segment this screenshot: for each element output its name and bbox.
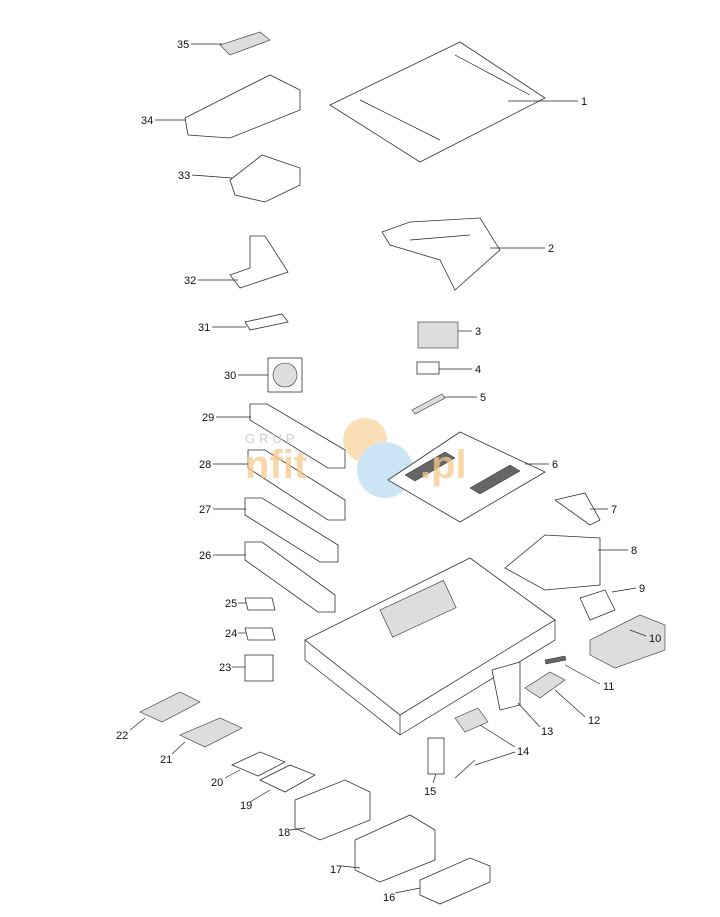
callout-14: 14 xyxy=(517,746,529,758)
part-filler-25 xyxy=(244,597,276,611)
part-chassis xyxy=(304,557,556,736)
callout-5: 5 xyxy=(480,392,486,404)
part-riser-32 xyxy=(229,235,289,289)
part-backplane-29 xyxy=(249,403,346,469)
part-battery-cable xyxy=(454,759,476,779)
part-backplane-26 xyxy=(244,541,336,613)
callout-16: 16 xyxy=(383,892,395,904)
part-adapter-card xyxy=(219,31,271,56)
part-air-duct xyxy=(491,661,521,711)
part-filler-23 xyxy=(244,654,274,682)
callout-22: 22 xyxy=(116,730,128,742)
callout-8: 8 xyxy=(631,545,637,557)
part-processor xyxy=(416,361,440,375)
part-bracket-31 xyxy=(244,313,289,331)
part-rear-drive-cage xyxy=(504,534,601,591)
part-power-supply-filler xyxy=(579,589,616,621)
part-system-board xyxy=(387,431,546,523)
part-fan xyxy=(267,357,303,393)
callout-17: 17 xyxy=(330,864,342,876)
callout-18: 18 xyxy=(278,827,290,839)
callout-34: 34 xyxy=(141,115,153,127)
callout-31: 31 xyxy=(198,322,210,334)
callout-11: 11 xyxy=(603,681,614,693)
callout-27: 27 xyxy=(199,504,211,516)
callout-24: 24 xyxy=(225,628,237,640)
callout-6: 6 xyxy=(552,459,558,471)
callout-2: 2 xyxy=(548,243,554,255)
leader-lines xyxy=(129,43,647,894)
callout-23: 23 xyxy=(219,662,231,674)
callout-labels: 1 2 3 4 5 6 7 8 9 10 11 12 13 14 15 16 1… xyxy=(116,39,661,904)
callout-15: 15 xyxy=(424,786,436,798)
part-cable xyxy=(544,655,567,665)
callout-29: 29 xyxy=(202,412,214,424)
part-optical-drive xyxy=(419,857,491,905)
callout-7: 7 xyxy=(611,504,617,516)
part-power-supply xyxy=(589,614,666,669)
part-media-cage xyxy=(354,814,436,883)
part-heatsink xyxy=(417,321,459,349)
callout-26: 26 xyxy=(199,550,211,562)
part-riser-bracket xyxy=(554,492,601,526)
callout-10: 10 xyxy=(649,633,661,645)
part-top-cover xyxy=(329,41,546,163)
part-battery xyxy=(454,707,489,733)
part-slim-drive xyxy=(231,751,286,777)
callout-19: 19 xyxy=(240,800,252,812)
part-filler-24 xyxy=(244,627,276,641)
callout-25: 25 xyxy=(225,598,237,610)
part-dimm xyxy=(411,393,446,415)
callout-33: 33 xyxy=(178,170,190,182)
callout-12: 12 xyxy=(588,715,600,727)
callout-1: 1 xyxy=(581,96,587,108)
part-backplane-27 xyxy=(244,497,339,563)
callout-9: 9 xyxy=(639,583,645,595)
callout-30: 30 xyxy=(224,370,236,382)
part-air-baffle xyxy=(381,217,501,291)
callout-28: 28 xyxy=(199,459,211,471)
part-usb-assembly xyxy=(427,737,445,775)
callout-32: 32 xyxy=(184,275,196,287)
callout-4: 4 xyxy=(475,364,481,376)
part-hard-disk-25 xyxy=(139,691,201,723)
part-backplane-28 xyxy=(247,449,346,521)
callout-35: 35 xyxy=(177,39,189,51)
callout-21: 21 xyxy=(160,754,172,766)
part-tray xyxy=(259,764,316,793)
part-riser-33 xyxy=(229,154,301,203)
part-drive-cage xyxy=(294,779,371,841)
part-hard-disk-35 xyxy=(179,717,243,748)
part-raid-adapter xyxy=(524,671,566,699)
callout-20: 20 xyxy=(211,777,223,789)
part-riser-34 xyxy=(184,74,301,139)
callout-3: 3 xyxy=(475,326,481,338)
callout-13: 13 xyxy=(541,726,553,738)
